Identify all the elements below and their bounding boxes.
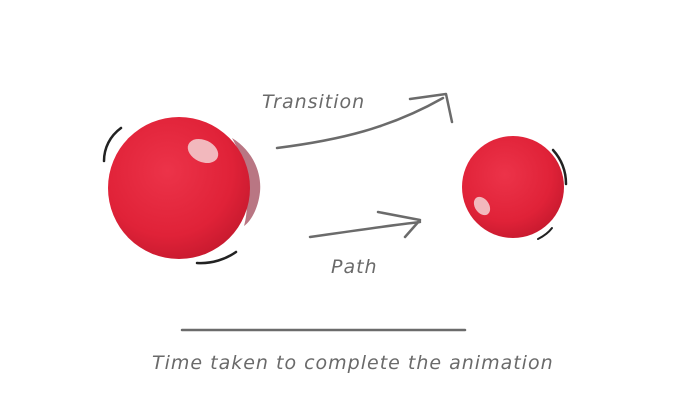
large-ball-body	[108, 117, 250, 259]
large-ball-motion-mark-bottom	[195, 250, 238, 265]
transition-arrow-line	[275, 96, 445, 150]
large-ball	[102, 117, 261, 265]
transition-arrow-head	[408, 92, 454, 124]
small-ball-highlight	[473, 196, 491, 216]
path-arrow-head	[376, 210, 422, 239]
path-arrow	[308, 210, 422, 239]
small-ball-motion-mark-right	[551, 148, 568, 186]
large-ball-highlight	[187, 138, 219, 164]
transition-label: Transition	[262, 91, 365, 113]
large-ball-motion-mark-left	[102, 126, 123, 163]
small-ball	[462, 136, 568, 240]
caption-label: Time taken to complete the animation	[152, 352, 554, 374]
small-ball-body	[462, 136, 564, 238]
transition-arrow	[275, 92, 454, 150]
path-label: Path	[331, 256, 378, 278]
small-ball-motion-mark-bottom	[537, 227, 553, 240]
path-arrow-line	[308, 220, 422, 239]
